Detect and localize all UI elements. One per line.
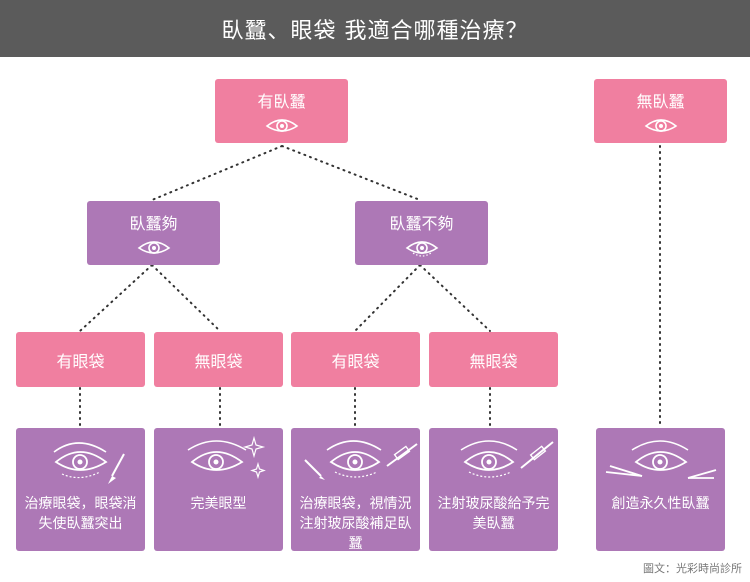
node-not-enough-aegyo-sal: 臥蠶不夠: [355, 201, 488, 265]
node-label: 臥蠶不夠: [389, 214, 454, 233]
result-text: 注射玻尿酸給予完美臥蠶: [437, 496, 550, 532]
node-label: 有眼袋: [331, 351, 380, 371]
node-no-eye-bags-1: 無眼袋: [154, 332, 283, 387]
eye-sparkle-icon: [187, 435, 266, 480]
node-label: 無臥蠶: [636, 92, 685, 111]
node-label: 有臥蠶: [257, 92, 306, 111]
eye-icon: [405, 241, 438, 257]
result-text: 創造永久性臥蠶: [611, 496, 710, 512]
result-treat-eye-bags: 治療眼袋，眼袋消失使臥蠶突出: [16, 428, 145, 551]
result-perfect-eye: 完美眼型: [154, 428, 283, 551]
eye-icon: [644, 119, 677, 132]
result-text: 治療眼袋，視情況注射玻尿酸補足臥蠶: [299, 496, 412, 552]
node-no-aegyo-sal: 無臥蠶: [594, 79, 727, 143]
result-treat-eye-bags-and-filler: 治療眼袋，視情況注射玻尿酸補足臥蠶: [291, 428, 420, 552]
eye-scalpel-syringe-icon: [304, 440, 418, 480]
eye-icon: [137, 241, 170, 254]
node-no-eye-bags-2: 無眼袋: [429, 332, 558, 387]
node-has-eye-bags-1: 有眼袋: [16, 332, 145, 387]
node-label: 有眼袋: [56, 351, 105, 371]
result-text: 完美眼型: [190, 496, 247, 512]
eye-tweezers-icon: [605, 440, 717, 479]
result-filler-injection: 注射玻尿酸給予完美臥蠶: [429, 428, 558, 551]
node-label: 臥蠶夠: [129, 214, 178, 233]
node-label: 無眼袋: [194, 351, 243, 371]
node-enough-aegyo-sal: 臥蠶夠: [87, 201, 220, 265]
node-label: 無眼袋: [469, 351, 518, 371]
eye-scalpel-icon: [53, 442, 125, 484]
image-credit: 圖文：光彩時尚診所: [643, 562, 742, 575]
eye-syringe-icon: [460, 440, 554, 478]
node-has-aegyo-sal: 有臥蠶: [215, 79, 348, 143]
result-text: 治療眼袋，眼袋消失使臥蠶突出: [24, 496, 137, 532]
node-has-eye-bags-2: 有眼袋: [291, 332, 420, 387]
page-title: 臥蠶、眼袋 我適合哪種治療？: [0, 0, 750, 57]
eye-icon: [265, 119, 298, 132]
result-permanent-aegyo-sal: 創造永久性臥蠶: [596, 428, 725, 551]
